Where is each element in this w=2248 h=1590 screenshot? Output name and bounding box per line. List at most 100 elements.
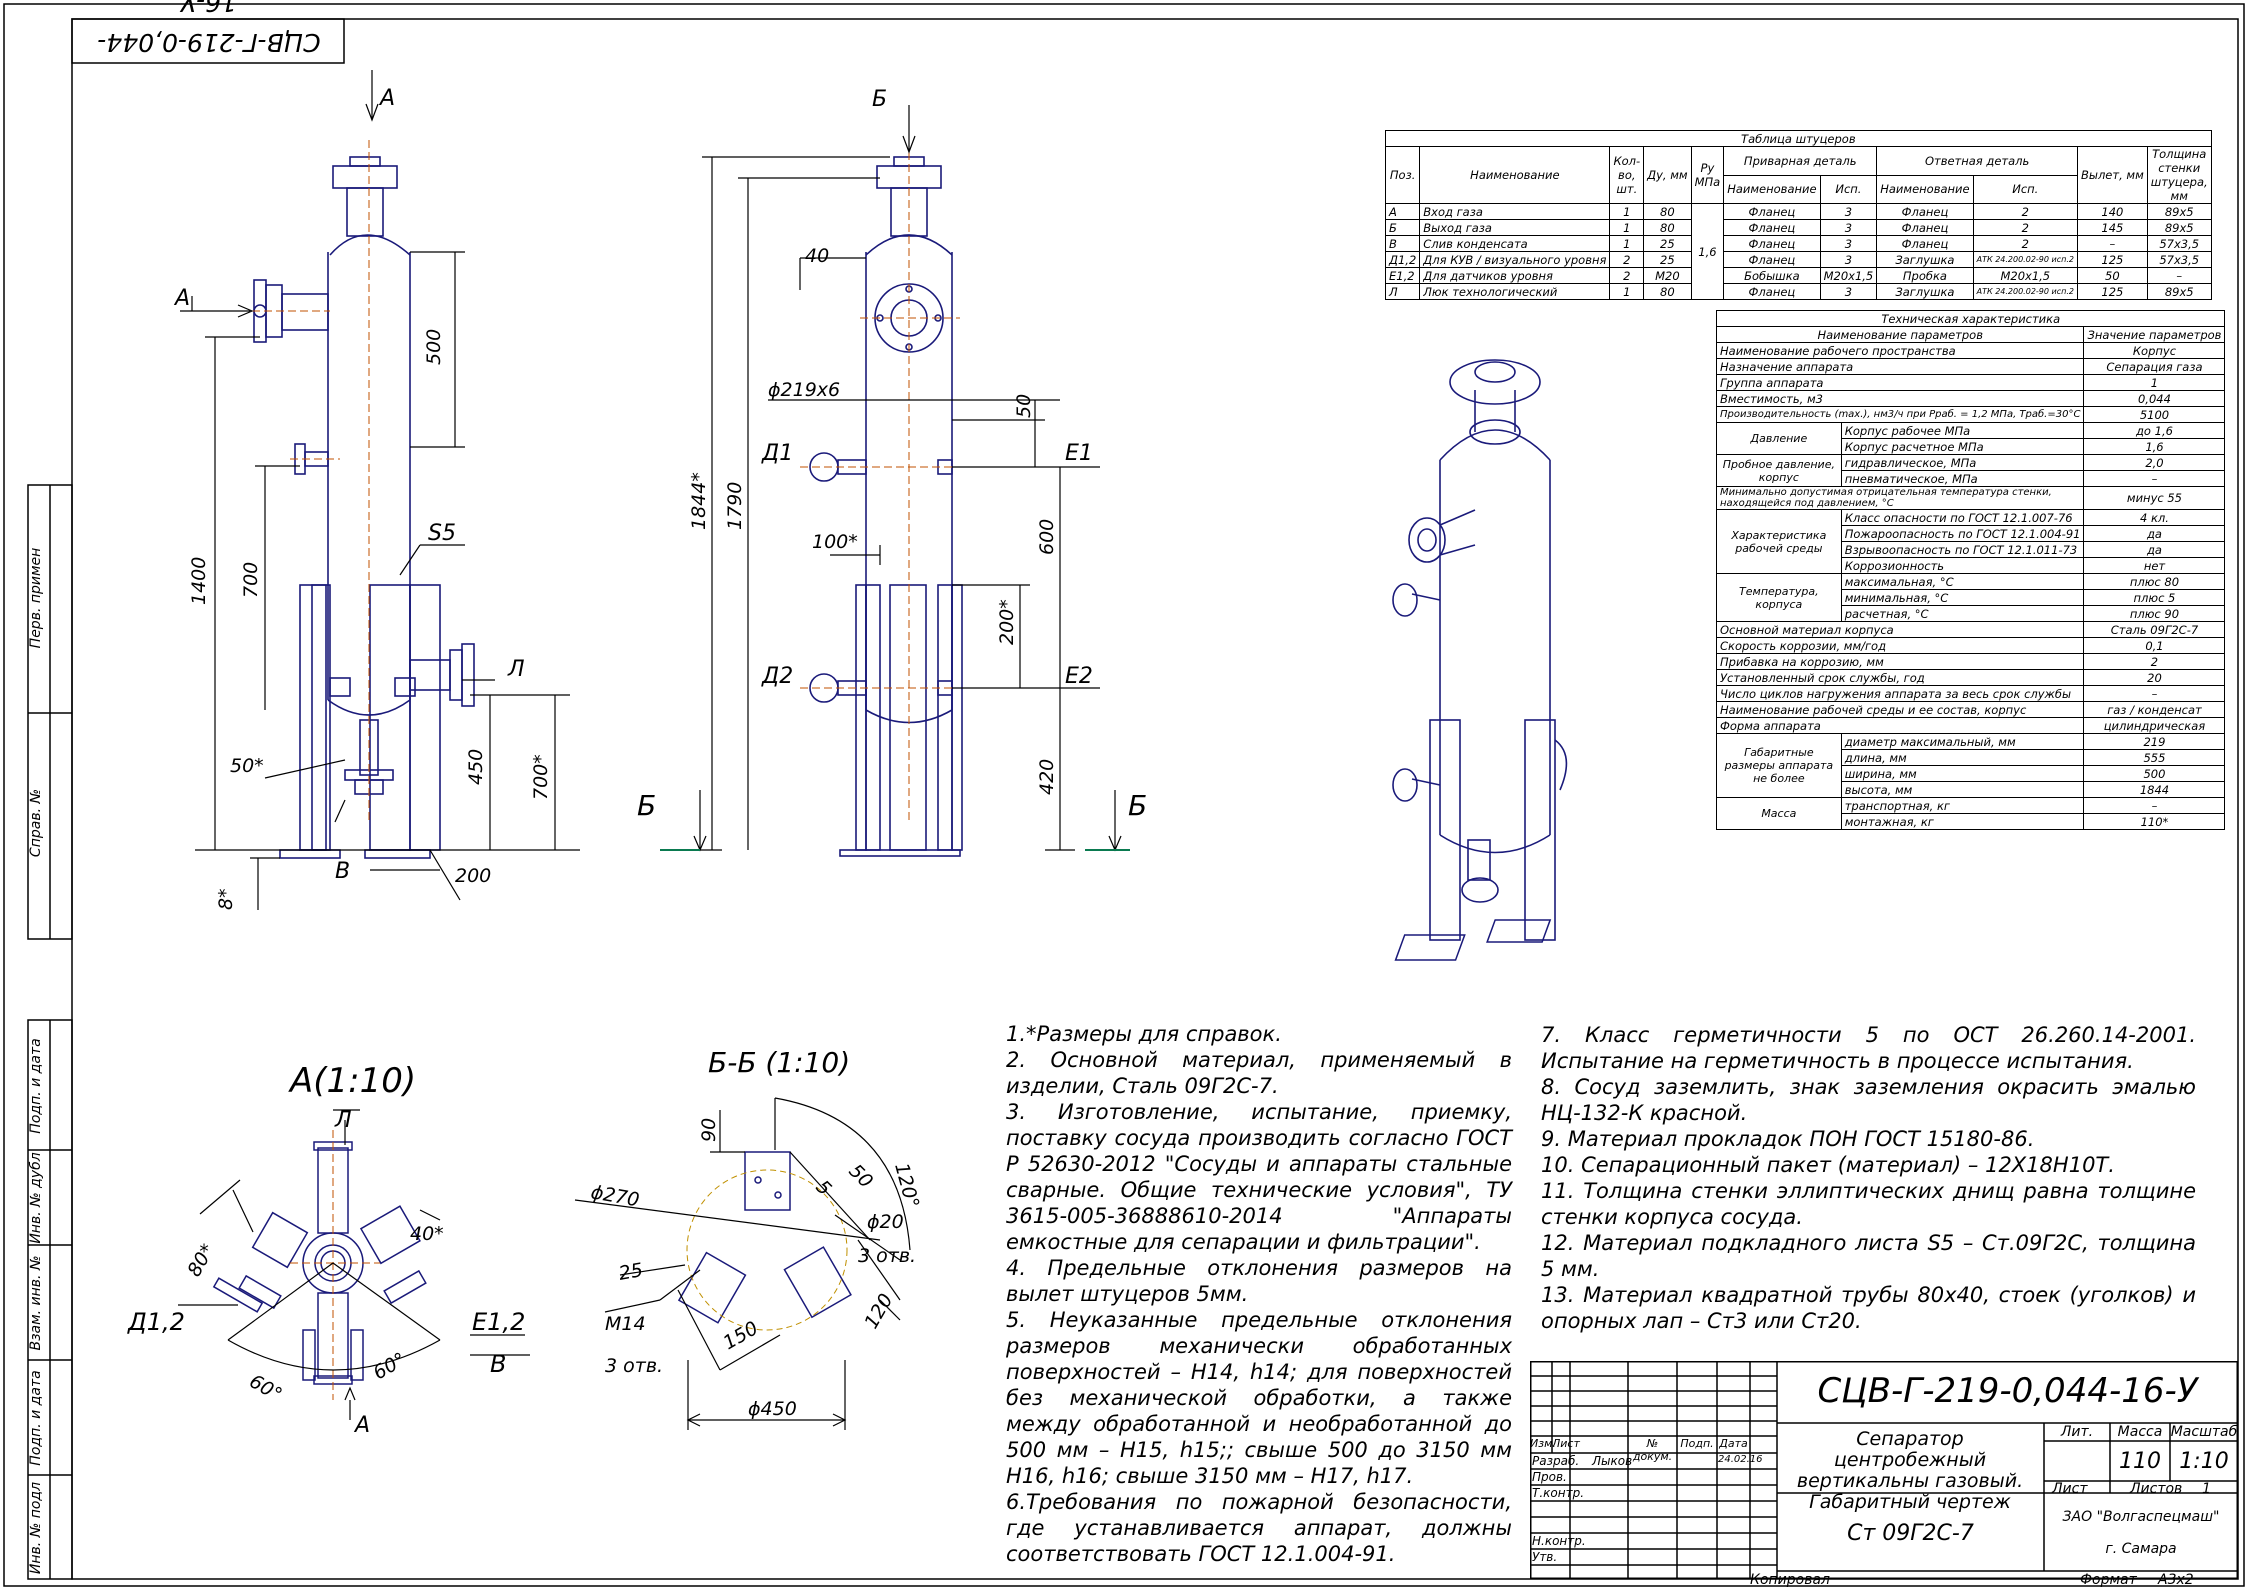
dim-420: 420	[1036, 759, 1058, 795]
table-row: Е1,2 Для датчиков уровня 2 M20 Бобышка M…	[1384, 267, 2212, 284]
nt-cell: Выход газа	[1419, 219, 1611, 236]
tb-developer: Лыков	[1592, 1454, 1633, 1468]
nt-cell: 140	[2076, 203, 2148, 220]
tb-sheet-label: Лист	[2052, 1481, 2088, 1497]
side-label-dubl: Инв. № дубл	[28, 1152, 44, 1244]
table-row: Б Выход газа 1 80 Фланец 3 Фланец 2 145 …	[1384, 219, 2212, 236]
nt-cell: 2	[1972, 235, 2078, 252]
nt-cell: Для КУВ / визуального уровня	[1419, 251, 1611, 268]
nt-h-welded: Приварная деталь	[1723, 146, 1878, 176]
nt-cell: А	[1384, 203, 1421, 220]
front-label-v: В	[335, 859, 350, 884]
nt-cell: –	[2076, 235, 2148, 252]
sec-dim-3otv: 3 отв.	[858, 1245, 916, 1267]
nt-h-mname: Наименование	[1876, 174, 1974, 204]
table-row: В Слив конденсата 1 25 Фланец 3 Фланец 2…	[1384, 235, 2212, 252]
tech-param: Число циклов нагружения аппарата за весь…	[1715, 685, 2085, 702]
note-7: 7. Класс герметичности 5 по ОСТ 26.260.1…	[1541, 1023, 2196, 1073]
tb-scale: 1:10	[2179, 1449, 2229, 1474]
dim-8: 8*	[215, 888, 237, 910]
tb-role-tkontr: Т.контр.	[1532, 1486, 1585, 1500]
isometric-view	[1392, 359, 1568, 961]
tb-role-prov: Пров.	[1532, 1470, 1567, 1484]
nt-h-mating: Ответная деталь	[1876, 146, 2078, 176]
note-4: 4. Предельные отклонения размеров на выл…	[1006, 1256, 1512, 1306]
top-stamp: СЦВ-Г-219-0,044-16-У	[97, 0, 321, 57]
nt-cell: Заглушка	[1876, 251, 1974, 268]
side-label-podp2: Подп. и дата	[28, 1370, 44, 1466]
tb-sheets: 1	[2202, 1481, 2211, 1497]
tb-col-sign: Подп.	[1680, 1437, 1714, 1450]
nt-cell: Фланец	[1723, 251, 1821, 268]
nt-h-misp: Исп.	[1972, 174, 2078, 204]
nt-cell: 1	[1609, 283, 1645, 300]
nt-cell: Е1,2	[1384, 267, 1421, 284]
nt-cell: 89x5	[2146, 219, 2212, 236]
tech-value: 2	[2083, 653, 2226, 670]
nt-cell: M20x1,5	[1972, 267, 2078, 284]
sec-dim-d20: ϕ20	[867, 1211, 904, 1233]
view-a-title: А(1:10)	[288, 1061, 416, 1101]
tb-sheets-label: Листов	[2130, 1481, 2183, 1497]
tb-role-utv: Утв.	[1532, 1550, 1558, 1564]
tech-param: гидравлическое, МПа	[1840, 454, 2085, 471]
nt-cell: 145	[2076, 219, 2148, 236]
nt-cell: Фланец	[1876, 219, 1974, 236]
nt-cell: Д1,2	[1384, 251, 1421, 268]
nt-cell: Фланец	[1723, 219, 1821, 236]
tech-param: Пожароопасность по ГОСТ 12.1.004-91	[1840, 525, 2085, 542]
tech-param: пневматическое, МПа	[1840, 470, 2085, 487]
tech-h-param: Наименование параметров	[1715, 326, 2085, 343]
tech-param: Корпус расчетное МПа	[1840, 438, 2085, 455]
view-a-label-d12: Д1,2	[127, 1308, 185, 1336]
nt-cell: 25	[1643, 251, 1692, 268]
tb-lit-label: Лит.	[2060, 1424, 2094, 1440]
tech-value: 0,044	[2083, 390, 2226, 407]
side-label-b-right: Б	[1128, 789, 1147, 822]
tech-group: Температура, корпуса	[1716, 573, 1842, 622]
view-a-dim-80: 80*	[183, 1240, 219, 1280]
tech-param: Установленный срок службы, год	[1715, 669, 2085, 686]
side-label-d2: Д2	[761, 664, 793, 689]
nt-h-qty: Кол-во, шт.	[1609, 146, 1645, 204]
nt-h-reach: Вылет, мм	[2076, 146, 2148, 204]
tech-group: Пробное давление, корпус	[1716, 454, 1842, 487]
side-label-e2: Е2	[1065, 664, 1093, 689]
tech-value: 1	[2083, 374, 2226, 391]
tech-param: Наименование рабочей среды и ее состав, …	[1715, 701, 2085, 718]
tech-group: Давление	[1716, 422, 1842, 455]
tech-value: 555	[2083, 749, 2226, 766]
tech-value: да	[2083, 541, 2226, 558]
tech-value: 4 кл.	[2083, 509, 2226, 526]
dim-200s: 200*	[996, 599, 1018, 645]
note-12: 12. Материал подкладного листа S5 – Ст.0…	[1541, 1231, 2196, 1281]
tech-param: Форма аппарата	[1715, 717, 2085, 734]
tech-param: транспортная, кг	[1840, 797, 2085, 814]
view-a-label-v: В	[490, 1350, 506, 1378]
nt-cell: 3	[1819, 251, 1878, 268]
tech-table-title: Техническая характеристика	[1715, 310, 2226, 327]
tb-col-doc: № докум.	[1632, 1437, 1673, 1463]
side-arrow-b: Б	[872, 87, 887, 112]
tech-param: Минимально допустимая отрицательная темп…	[1715, 486, 2085, 510]
side-label-perv: Перв. примен	[28, 547, 44, 649]
tech-param: монтажная, кг	[1840, 813, 2085, 830]
dim-1844: 1844*	[688, 472, 710, 530]
nt-cell: 3	[1819, 219, 1878, 236]
sec-dim-d450: ϕ450	[748, 1398, 797, 1420]
nt-cell: Заглушка	[1876, 283, 1974, 300]
notes-right: 7. Класс герметичности 5 по ОСТ 26.260.1…	[1541, 1022, 2196, 1334]
tech-param: ширина, мм	[1840, 765, 2085, 782]
nt-cell: 2	[1609, 251, 1645, 268]
tech-param: Группа аппарата	[1715, 374, 2085, 391]
tech-group: Характеристика рабочей среды	[1716, 509, 1842, 574]
nt-cell: 80	[1643, 203, 1692, 220]
